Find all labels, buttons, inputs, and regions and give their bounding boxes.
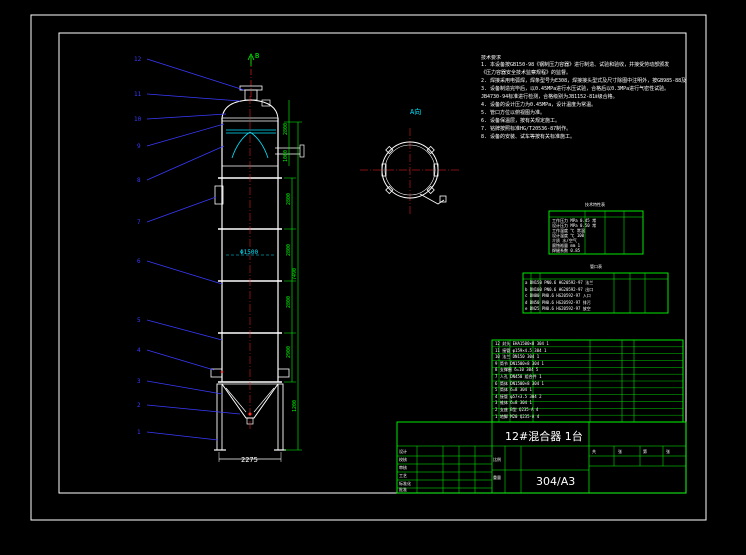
svg-text:8: 8 xyxy=(137,177,141,184)
vertical-dimension-text: 2800 xyxy=(286,193,292,205)
svg-text:5: 5 xyxy=(137,317,141,324)
note-line: 7. 铭牌按照标准HG/T20536-87制作。 xyxy=(481,126,572,132)
bom-row: 9 筒节 DN1500×8 304 1 xyxy=(495,360,544,366)
vertical-dimension-text: 2800 xyxy=(286,296,292,308)
vertical-dimension-text: 2900 xyxy=(286,346,292,358)
nozzle-table: 管口表 xyxy=(522,263,669,314)
svg-text:10: 10 xyxy=(134,116,142,123)
note-line: JB4730-94标准进行检测，合格级别为JB1152-81Ⅱ级合格。 xyxy=(481,94,618,100)
title-block-cell: 工艺 xyxy=(399,473,407,478)
vertical-dimension-text: 1200 xyxy=(292,400,298,412)
design-table-row: 设计压力 MPa 0.50 常 xyxy=(552,223,597,228)
title-block xyxy=(396,421,687,494)
bom-row: 4 接管 φ57×3.5 304 2 xyxy=(495,393,542,399)
note-line: 4. 设备的设计压力为0.45MPa，设计温度为常温。 xyxy=(481,102,597,108)
title-block-cell: 标准化 xyxy=(399,480,411,486)
design-data-table: 技术特性表 xyxy=(548,201,644,255)
technical-notes: 技术要求 1. 本设备按GB150-98《钢制压力容器》进行制造、试验和验收，并… xyxy=(481,55,686,145)
svg-text:4: 4 xyxy=(137,347,141,354)
diameter-dimension: Φ1500 xyxy=(240,249,258,256)
design-table-row: 工作温度 ℃ 常温 xyxy=(552,228,585,233)
design-table-rows: 工作压力 MPa 0.45 常设计压力 MPa 0.50 常工作温度 ℃ 常温设… xyxy=(551,218,641,254)
vertical-dimension-text: 2800 xyxy=(286,244,292,256)
manhole xyxy=(214,185,224,205)
support-leg-right xyxy=(277,383,284,451)
vessel-elevation: 2275 Φ1500 B xyxy=(210,52,305,464)
item-leaders: 12 11 10 9 8 7 6 5 4 3 2 1 xyxy=(134,56,245,441)
note-line: 6. 设备保温层，按有关规定施工。 xyxy=(481,118,561,124)
svg-text:2: 2 xyxy=(137,402,141,409)
note-line: 1. 本设备按GB150-98《钢制压力容器》进行制造、试验和验收，并接受劳动部… xyxy=(481,62,670,68)
nozzle-table-row: d DN50 PN0.6 HG20592-97 排污 xyxy=(525,299,591,305)
vertical-dimension-text: 2800 xyxy=(283,123,289,135)
bom-row: 5 筒体 δ=8 304 1 xyxy=(495,387,532,393)
vertical-dimension-text: 7490 xyxy=(292,268,298,280)
inner-frame xyxy=(58,32,687,494)
title-block-cell: 张 xyxy=(618,448,622,454)
bom-row: 10 法兰 DN150 304 1 xyxy=(495,354,540,360)
material-label: 304/A3 xyxy=(536,475,576,488)
bom-row: 8 支撑圈 δ=10 304 5 xyxy=(495,367,539,373)
design-table-row: 工作压力 MPa 0.45 常 xyxy=(552,218,597,223)
note-line: 8. 设备的安装、试车等按有关标准施工。 xyxy=(481,134,576,140)
nozzle-table-row: c DN80 PN0.6 HG20592-97 入口 xyxy=(525,293,591,298)
note-line: 5. 管口方位以俯视图为准。 xyxy=(481,110,546,116)
svg-text:11: 11 xyxy=(134,91,142,98)
bom-row: 1 地脚 M20 Q235-A 4 xyxy=(495,413,540,419)
bom-row: 12 封头 EHA1500×8 304 1 xyxy=(495,341,549,346)
nozzle-table-title: 管口表 xyxy=(590,263,602,269)
top-flange xyxy=(239,85,263,91)
view-a-label: A向 xyxy=(410,107,421,116)
nozzle-table-row: e DN25 PN0.6 HG20592-97 放空 xyxy=(525,306,591,311)
svg-text:3: 3 xyxy=(137,378,141,385)
vertical-dimension-text: 1000 xyxy=(283,150,289,162)
bom-row: 3 锥体 δ=8 304 1 xyxy=(495,400,532,406)
svg-text:6: 6 xyxy=(137,258,141,265)
nozzle-arrow-label: B xyxy=(255,52,259,60)
bom-row: 6 筒体 DN1500×8 304 1 xyxy=(495,380,544,386)
note-line: 3. 设备制造完毕后，以0.45MPa进行水压试验，合格后以0.3MPa进行气密… xyxy=(481,86,670,92)
notes-header: 技术要求 xyxy=(481,55,502,61)
nozzle-table-row: b DN100 PN0.6 HG20592-97 出口 xyxy=(525,286,594,292)
design-table-row: 腐蚀裕量 mm 1 xyxy=(552,243,581,248)
width-dimension: 2275 xyxy=(241,456,258,464)
svg-text:7: 7 xyxy=(137,219,141,226)
title-block-cell: 批准 xyxy=(399,486,407,492)
title-block-cell: 比例 xyxy=(493,456,501,462)
note-line: 2. 焊接采用电弧焊，焊条型号为E308，焊接接头型式及尺寸除图中注明外，按GB… xyxy=(481,78,686,84)
svg-text:1: 1 xyxy=(137,429,141,436)
title-block-cell: 重量 xyxy=(493,474,501,480)
design-table-row: 焊缝系数 0.85 xyxy=(552,248,581,253)
bom-row: 11 接管 φ159×4.5 304 1 xyxy=(495,347,547,353)
title-block-cell: 张 xyxy=(666,448,670,454)
title-block-cell: 校核 xyxy=(399,456,407,462)
svg-text:9: 9 xyxy=(137,143,141,150)
title-block-cell: 第 xyxy=(643,448,647,454)
outer-frame xyxy=(30,14,707,521)
bom-row: 7 人孔 DN450 组合件 1 xyxy=(495,374,542,379)
nozzle-table-row: a DN150 PN0.6 HG20592-97 法兰 xyxy=(525,280,594,285)
title-block-cell: 共 xyxy=(592,448,596,454)
svg-text:12: 12 xyxy=(134,56,142,63)
design-table-title: 技术特性表 xyxy=(585,201,605,207)
drawing-title: 12#混合器 1台 xyxy=(505,430,583,443)
vertical-dimensions xyxy=(284,100,302,451)
title-block-cell: 审核 xyxy=(399,464,407,470)
view-a-plan: A向 xyxy=(360,107,460,214)
design-table-row: 介质 水/空气 xyxy=(552,238,577,243)
design-table-row: 设计温度 ℃ 100 xyxy=(552,233,585,238)
title-block-cell: 设计 xyxy=(399,448,407,454)
vertical-dimension-texts: 2800 1000 2800 2800 2800 2900 7490 1200 xyxy=(283,123,298,412)
bom-row: 2 支座 B型 Q235-A 4 xyxy=(495,407,539,412)
note-line: 《压力容器安全技术监察规程》的监督。 xyxy=(481,70,572,76)
